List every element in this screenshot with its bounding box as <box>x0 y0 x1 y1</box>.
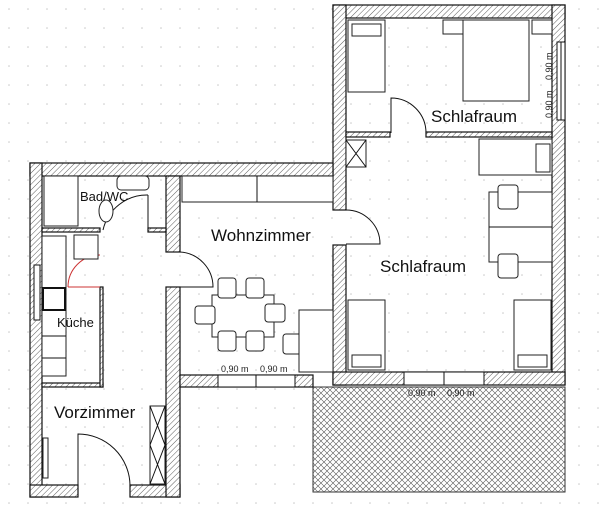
dimension-label: 0,90 m <box>408 388 436 398</box>
room-label-bedroom-top: Schlafraum <box>431 107 517 126</box>
furniture <box>41 19 553 485</box>
dimension-label: 0,90 m <box>447 388 475 398</box>
dimension-label: 0,90 m <box>221 364 249 374</box>
dimension-label: 0,90 m <box>260 364 288 374</box>
room-label-bedroom-main: Schlafraum <box>380 257 466 276</box>
dimension-label: 0,90 m <box>544 52 554 80</box>
room-label-kitchen: Küche <box>57 315 94 330</box>
terrace <box>312 386 566 493</box>
dimension-label: 0,90 m <box>544 90 554 118</box>
room-label-bath: Bad/WC <box>80 189 128 204</box>
room-label-hall: Vorzimmer <box>54 403 136 422</box>
doors <box>67 97 427 486</box>
windows <box>33 41 566 388</box>
room-label-living: Wohnzimmer <box>211 226 311 245</box>
